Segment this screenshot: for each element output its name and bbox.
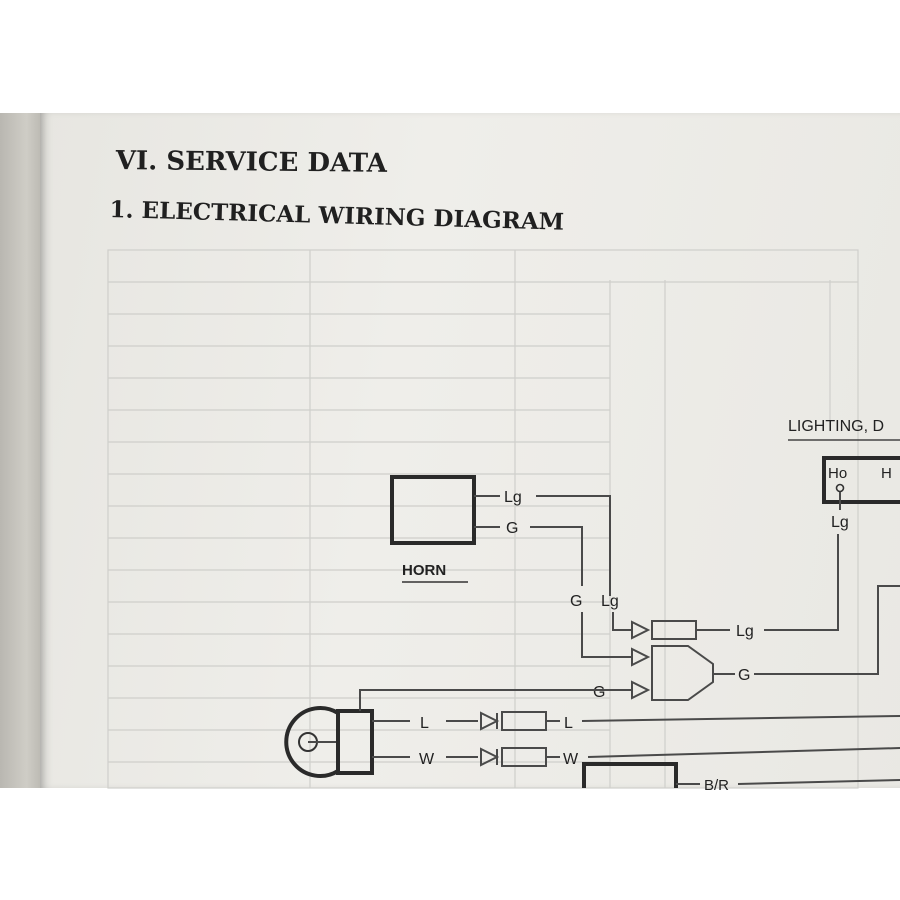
connector-housing-g-joint [651, 645, 714, 701]
lighting-switch-box [822, 456, 900, 504]
wire-bulb-to-g [359, 689, 612, 711]
connector-arrow-g-lower [631, 680, 651, 700]
wire-label-g-out: G [738, 667, 750, 684]
lighting-switch-label: LIGHTING, D [788, 418, 884, 435]
wire-label-drop-lg: Lg [601, 593, 619, 610]
wire-label-lg-out: Lg [736, 623, 754, 640]
wire-lg-to-switch [764, 534, 839, 631]
terminal-label-h: H [881, 465, 892, 482]
connector-arrow-l [480, 711, 500, 731]
wire-label-w-in: W [419, 751, 435, 768]
wire-l-out [581, 715, 900, 722]
wire-label-horn-g: G [506, 520, 518, 537]
connector-arrow-g-upper [631, 647, 651, 667]
manual-page [40, 113, 900, 788]
horn-box [390, 475, 476, 545]
connector-housing-w [501, 747, 547, 767]
headlight-bulb-outline [284, 706, 340, 778]
wire-label-horn-lg: Lg [504, 489, 522, 506]
wire-label-drop-g: G [570, 593, 582, 610]
wire-horn-lg [474, 495, 611, 596]
wire-label-switch-lg: Lg [831, 514, 849, 531]
wire-w-out [587, 747, 900, 758]
connector-housing-lg [651, 620, 697, 640]
wire-label-g-in: G [593, 684, 605, 701]
connector-arrow-w [480, 747, 500, 767]
wire-lg-drop [612, 612, 632, 631]
wire-g-drop [581, 612, 632, 658]
terminal-label-ho: Ho [828, 465, 847, 482]
show-through-table [107, 249, 859, 789]
headlight-socket [336, 709, 374, 775]
wire-g-out-b [754, 585, 900, 675]
connector-arrow-lg [631, 620, 651, 640]
connector-housing-l [501, 711, 547, 731]
wire-label-l-in: L [420, 715, 429, 732]
horn-label: HORN [402, 562, 446, 579]
wire-horn-g [474, 526, 583, 586]
wire-br-out [737, 779, 900, 785]
wire-label-w-out: W [563, 751, 579, 768]
wire-label-br: B/R [704, 777, 729, 794]
wire-label-l-out: L [564, 715, 573, 732]
terminal-ho-dot [835, 483, 845, 493]
bottom-component-box [582, 762, 678, 788]
section-title: VI. SERVICE DATA [115, 146, 388, 179]
